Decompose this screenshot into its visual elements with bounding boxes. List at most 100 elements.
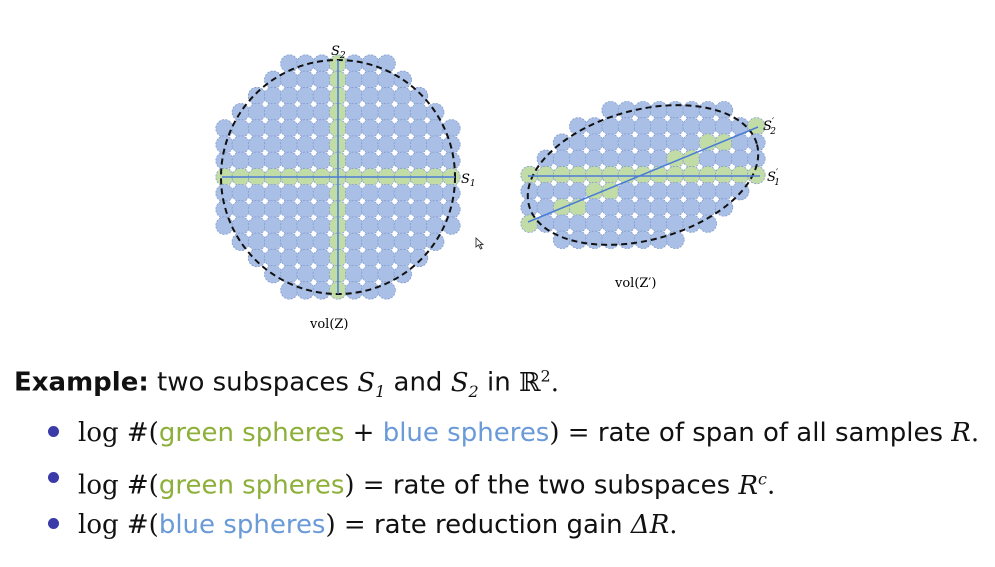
bullet-description: rate of span of all samples	[597, 418, 944, 448]
green-sphere	[682, 165, 701, 185]
blue-sphere	[361, 70, 380, 89]
blue-sphere	[682, 133, 701, 152]
blue-sphere	[296, 184, 315, 203]
blue-sphere	[296, 200, 315, 219]
blue-sphere	[682, 101, 701, 120]
blue-sphere	[312, 151, 331, 170]
blue-sphere	[585, 230, 604, 249]
blue-sphere	[617, 133, 636, 152]
blue-sphere	[426, 119, 445, 138]
blue-sphere	[409, 86, 429, 106]
right-s1-label: S′1	[767, 168, 780, 188]
blue-sphere	[361, 216, 380, 235]
blue-sphere	[698, 149, 717, 168]
blue-sphere	[345, 151, 364, 170]
blue-sphere	[247, 135, 267, 154]
blue-sphere	[569, 149, 588, 168]
blue-sphere	[264, 135, 283, 154]
example-in: in	[486, 367, 511, 398]
blue-sphere	[601, 214, 620, 233]
blue-spheres-text: blue spheres	[382, 418, 550, 448]
blue-sphere	[247, 216, 267, 235]
symbol-s2: S2	[450, 367, 479, 401]
period: .	[669, 510, 678, 540]
blue-sphere	[312, 135, 331, 154]
blue-sphere	[633, 117, 653, 136]
blue-sphere	[633, 198, 653, 217]
blue-sphere	[698, 214, 717, 233]
count-op: #(	[126, 470, 159, 501]
blue-sphere	[312, 184, 331, 203]
blue-sphere	[377, 54, 396, 73]
cursor-icon	[475, 236, 485, 250]
blue-sphere	[409, 184, 429, 203]
blue-sphere	[650, 101, 669, 120]
green-sphere	[666, 165, 685, 185]
green-sphere	[536, 165, 555, 185]
blue-sphere	[280, 232, 299, 251]
blue-sphere	[714, 182, 734, 201]
blue-sphere	[569, 214, 588, 233]
blue-sphere	[585, 198, 604, 217]
log-op: log	[78, 510, 119, 540]
blue-sphere	[215, 151, 234, 170]
close-paren: )	[549, 418, 560, 448]
blue-sphere	[601, 149, 620, 168]
blue-sphere	[264, 103, 283, 122]
blue-sphere	[393, 86, 412, 106]
green-sphere	[601, 165, 620, 185]
blue-sphere	[377, 151, 396, 170]
blue-sphere	[666, 101, 685, 120]
close-paren: )	[325, 510, 336, 540]
blue-sphere	[361, 232, 380, 251]
blue-sphere	[345, 200, 364, 219]
blue-sphere	[393, 216, 412, 235]
blue-sphere	[296, 103, 315, 122]
blue-sphere	[296, 70, 315, 89]
blue-sphere	[280, 200, 299, 219]
blue-sphere	[361, 265, 380, 284]
blue-sphere	[264, 86, 283, 106]
blue-sphere	[650, 198, 669, 217]
blue-sphere	[361, 103, 380, 122]
blue-sphere	[650, 117, 669, 136]
blue-sphere	[312, 103, 331, 122]
green-sphere	[698, 165, 717, 185]
symbol-rc: Rc	[738, 469, 767, 501]
green-sphere	[520, 214, 539, 233]
green-spheres-text: green spheres	[158, 470, 345, 501]
blue-sphere	[345, 86, 364, 106]
blue-sphere	[280, 216, 299, 235]
blue-sphere	[361, 86, 380, 106]
blue-sphere	[442, 119, 461, 138]
blue-sphere	[280, 184, 299, 203]
blue-sphere	[312, 232, 331, 251]
blue-sphere	[585, 133, 604, 152]
blue-sphere	[393, 135, 412, 154]
left-caption: vol(Z)	[309, 317, 349, 332]
bullet-description: rate reduction gain	[373, 510, 623, 540]
right-sphere-packing	[520, 101, 766, 249]
blue-sphere	[345, 54, 364, 73]
blue-sphere	[377, 265, 396, 284]
blue-sphere	[617, 214, 636, 233]
blue-sphere	[247, 151, 267, 170]
blue-sphere	[617, 182, 636, 201]
blue-sphere	[633, 230, 653, 249]
right-boundary-ellipse	[526, 104, 760, 246]
blue-sphere	[569, 182, 588, 201]
blue-sphere	[296, 216, 315, 235]
blue-sphere	[361, 151, 380, 170]
blue-sphere	[361, 184, 380, 203]
green-spheres-text: green spheres	[158, 418, 345, 448]
blue-sphere	[426, 184, 445, 203]
bullet-description: rate of the two subspaces	[392, 470, 731, 501]
blue-sphere	[247, 184, 267, 203]
blue-sphere	[536, 149, 555, 168]
blue-sphere	[312, 200, 331, 219]
blue-sphere	[312, 119, 331, 138]
blue-sphere	[682, 117, 701, 136]
blue-sphere	[280, 70, 299, 89]
green-sphere	[747, 165, 766, 185]
blue-sphere	[393, 119, 412, 138]
